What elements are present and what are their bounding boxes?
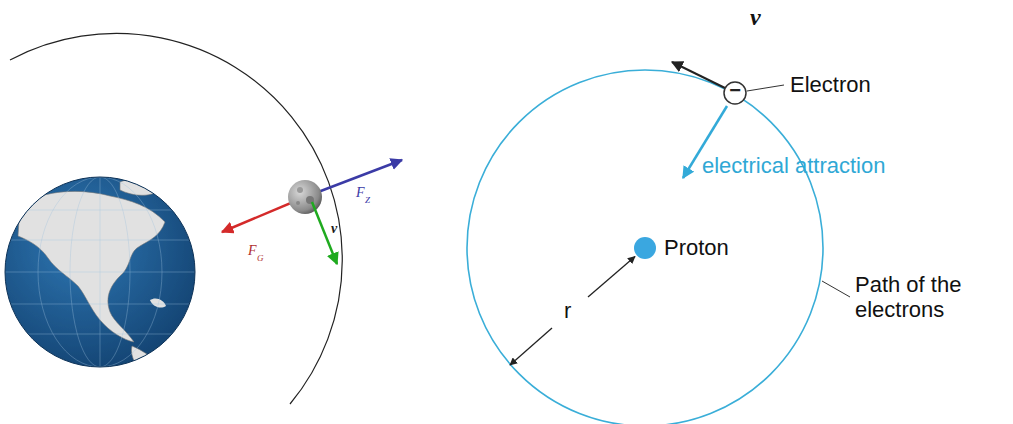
velocity-label: v — [750, 4, 761, 32]
part-label: Path of the electrons — [855, 272, 1000, 323]
leader-line — [747, 85, 784, 91]
force-subscript: Z — [365, 195, 370, 205]
force-subscript: G — [257, 253, 264, 263]
force-label: electrical attraction — [702, 153, 885, 178]
force-label: F — [248, 243, 257, 259]
electron-velocity-arrow — [672, 62, 725, 88]
part-label: Electron — [790, 72, 871, 97]
velocity-label: v — [331, 221, 337, 237]
earth-globe — [5, 177, 195, 372]
charge-sign: − — [725, 79, 745, 102]
proton-dot — [634, 237, 656, 259]
electron-path — [467, 70, 823, 424]
leader-line — [822, 281, 850, 297]
velocity-arrow — [312, 202, 337, 264]
radius-line — [510, 328, 552, 365]
radius-line — [588, 257, 635, 298]
moon — [288, 180, 322, 214]
part-label: Proton — [664, 235, 729, 260]
dimension-label: r — [564, 298, 571, 323]
force-label: F — [356, 185, 365, 201]
